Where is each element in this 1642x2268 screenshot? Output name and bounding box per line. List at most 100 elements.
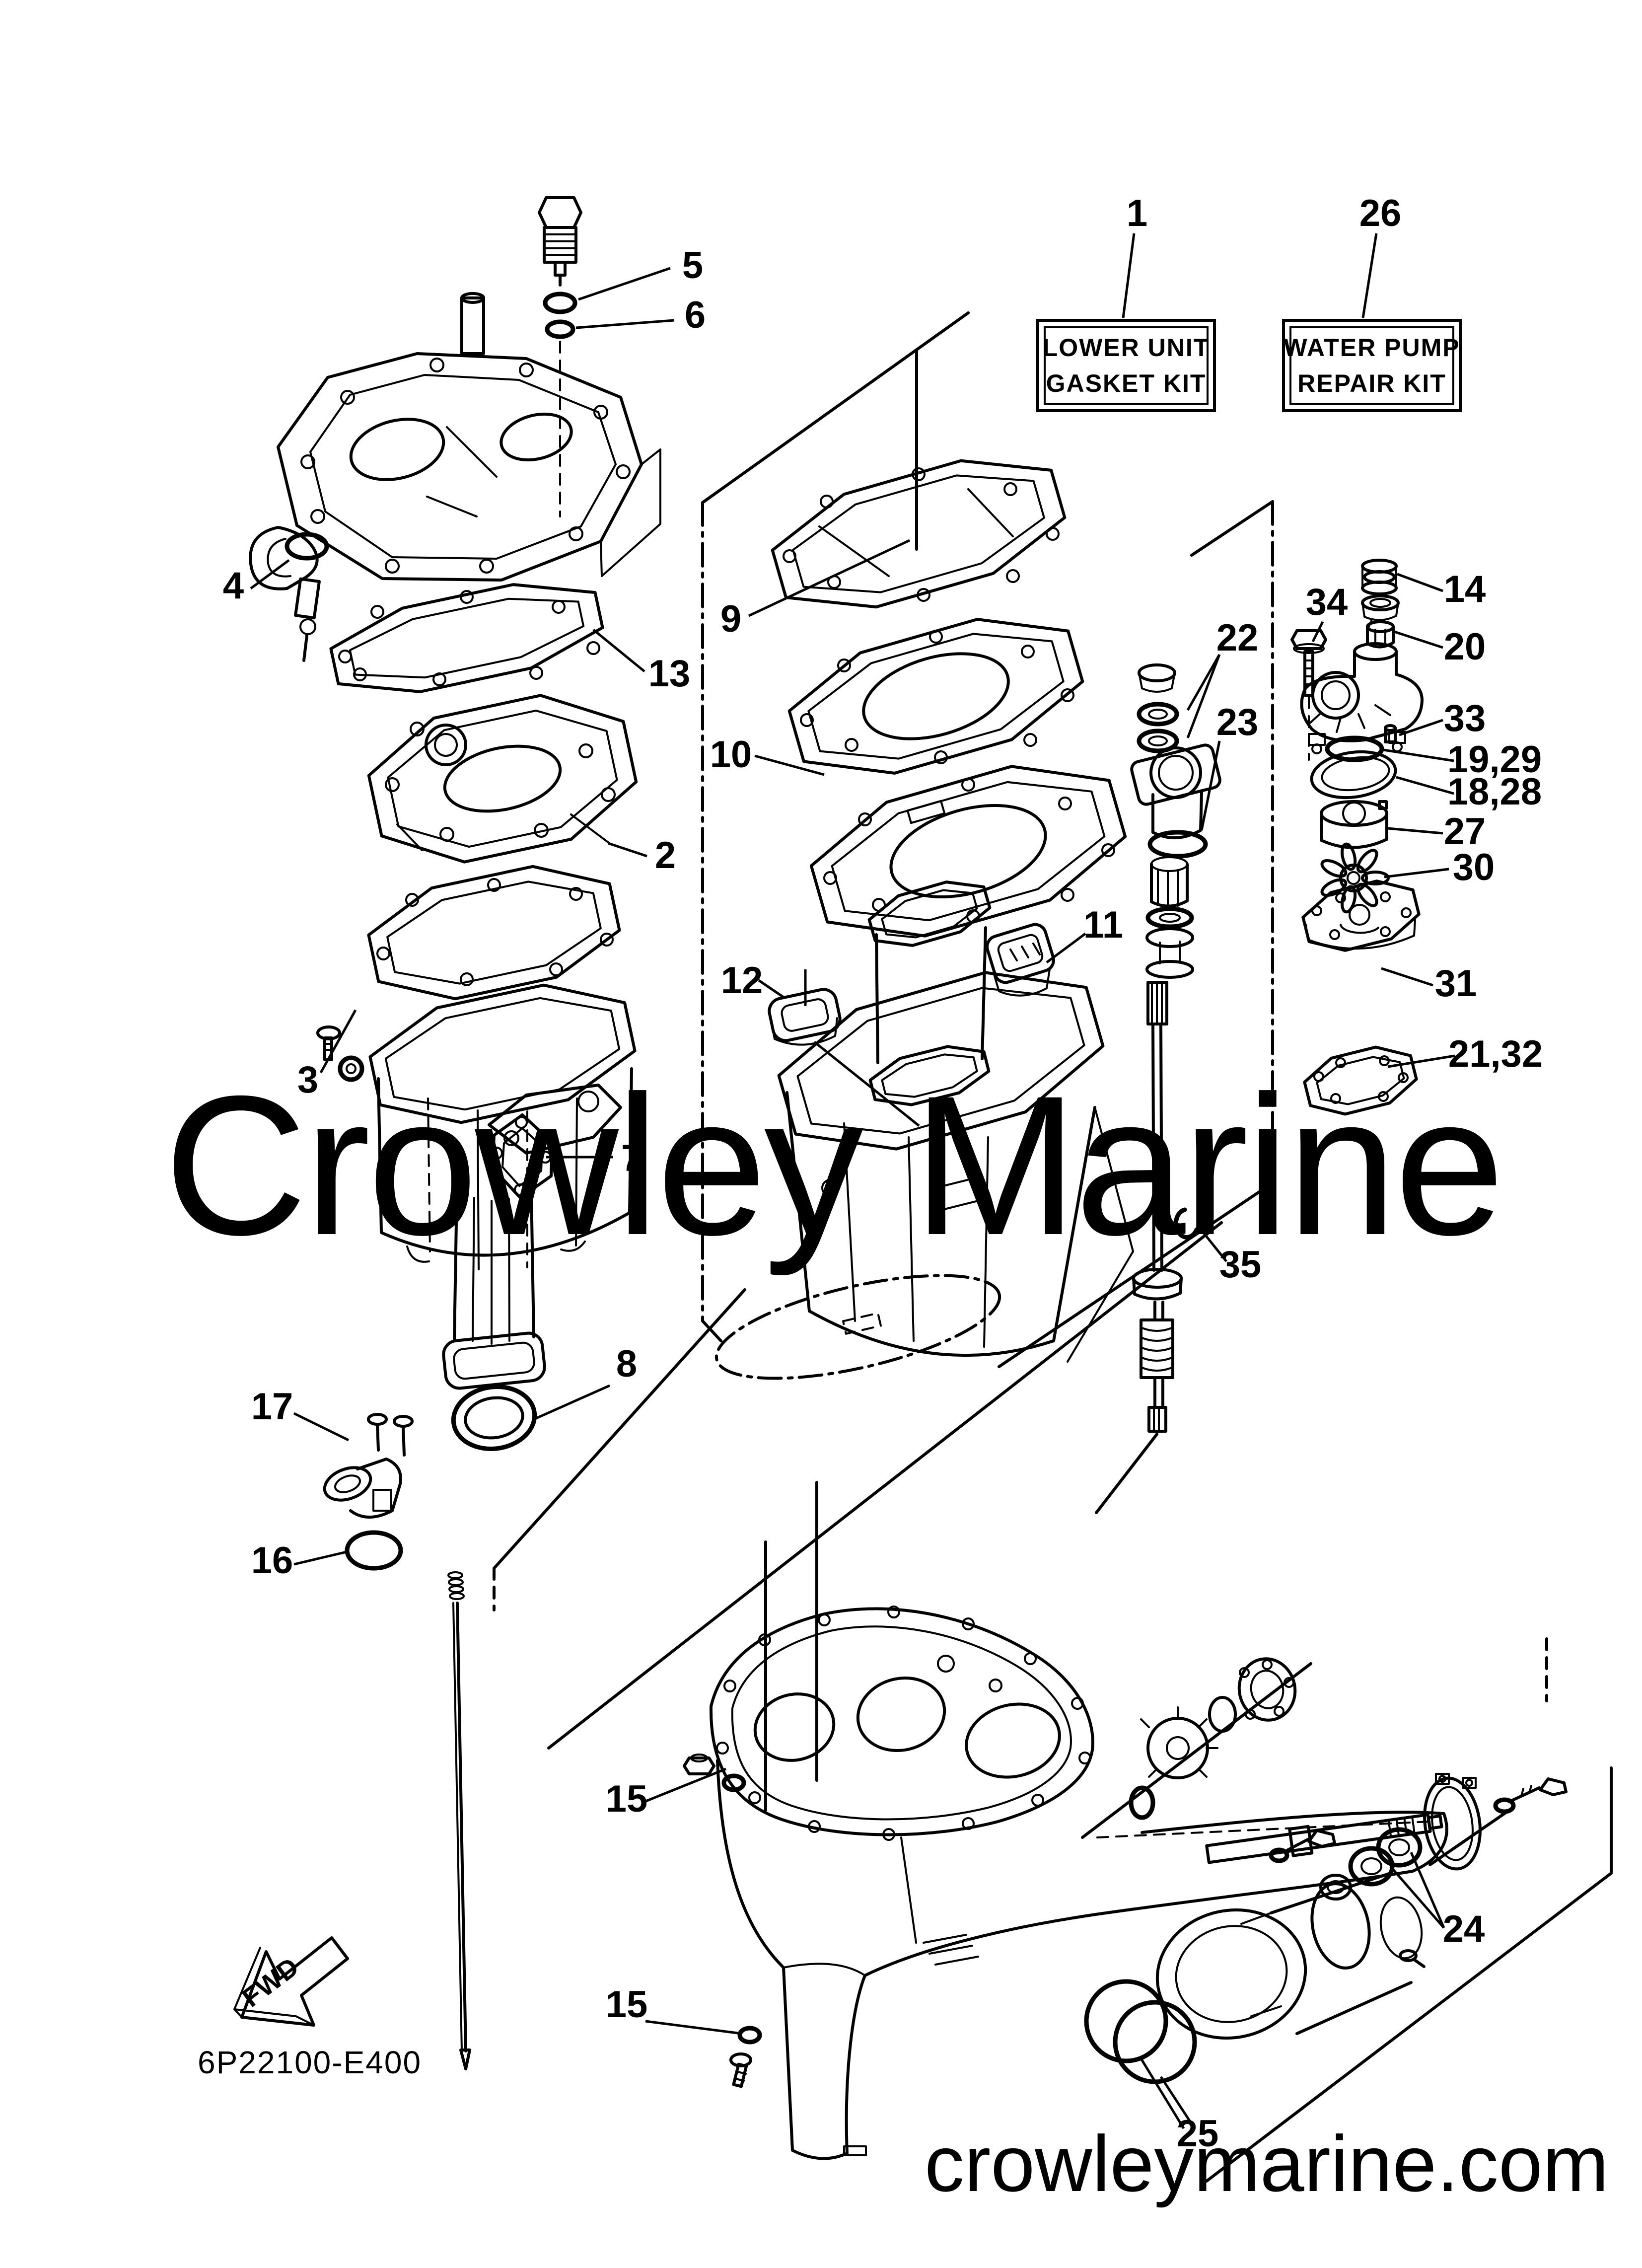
- part-washer-bolt-15b: [729, 2026, 762, 2088]
- part-dipstick-handle: [249, 526, 321, 662]
- part-muffler-assembly: [363, 969, 642, 1269]
- part-gasket-middle: [780, 596, 1093, 796]
- kit-box-label-line: REPAIR KIT: [1297, 369, 1446, 397]
- leader-line-14: [1397, 573, 1443, 592]
- leader-line-19-29: [1383, 748, 1454, 762]
- callout-15: 15: [606, 1778, 648, 1820]
- leader-line-6: [575, 319, 675, 329]
- part-spacer: [1319, 1874, 1352, 1901]
- callout-16: 16: [251, 1539, 293, 1582]
- part-gasket-9: [763, 438, 1074, 630]
- kit-box-label-line: LOWER UNIT: [1043, 334, 1210, 362]
- part-drain-plug: [538, 196, 582, 287]
- part-screws-17: [367, 1413, 414, 1457]
- leader-line-24: [1410, 1852, 1445, 1928]
- callout-35: 35: [1219, 1244, 1262, 1286]
- part-impeller-30: [1320, 842, 1390, 914]
- kit-box-label-line: GASKET KIT: [1046, 369, 1207, 397]
- leader-line-31: [1381, 967, 1433, 987]
- callout-18-28: 18,28: [1447, 771, 1542, 813]
- part-o-ring-16: [345, 1530, 403, 1571]
- part-prop-shaft: [1205, 1813, 1443, 1864]
- kit-box-inner-border: [1044, 326, 1209, 405]
- leader-line-35: [1198, 1226, 1227, 1262]
- leader-line-34: [1311, 621, 1324, 643]
- part-o-ring-4: [285, 532, 329, 561]
- kit-box-inner-border: [1289, 326, 1454, 405]
- callout-24: 24: [1443, 1908, 1485, 1950]
- part-gear-and-bearing: [1129, 1657, 1297, 1820]
- part-drive-shaft: [1132, 981, 1183, 1433]
- group-bracket-lines: [493, 311, 1613, 2183]
- part-water-pump-housing: [1300, 642, 1424, 754]
- leader-line-30: [1384, 868, 1449, 878]
- diagram-artwork: FWD: [233, 196, 1613, 2183]
- part-o-ring-5: [543, 292, 577, 314]
- callout-23: 23: [1216, 701, 1259, 743]
- leader-line-15: [645, 2020, 738, 2035]
- part-driveshaft-seals-22: [1137, 663, 1179, 753]
- part-gasket-7: [490, 1113, 554, 1199]
- callout-27: 27: [1444, 810, 1486, 853]
- callout-3: 3: [297, 1059, 318, 1101]
- part-cup-washer: [1361, 594, 1400, 629]
- kit-box-26: WATER PUMP REPAIR KIT: [1282, 319, 1462, 412]
- part-gasket-21-32: [1300, 1039, 1421, 1122]
- callout-8: 8: [616, 1343, 637, 1385]
- leader-line-23: [1200, 740, 1221, 831]
- callout-31: 31: [1435, 962, 1477, 1005]
- leader-line-33: [1399, 719, 1443, 736]
- part-gasket-8: [451, 1385, 537, 1451]
- callout-10: 10: [710, 733, 752, 776]
- part-gasket-13: [326, 568, 608, 708]
- callout-26: 26: [1359, 192, 1402, 234]
- leader-line-12: [813, 1041, 920, 1127]
- part-exhaust-pipe: [442, 1188, 546, 1390]
- part-clip-35: [1173, 1207, 1199, 1240]
- part-lower-casing: [709, 1606, 1448, 2160]
- part-shift-shaft-funnel: [865, 873, 994, 1113]
- part-gasket-18-28: [1310, 750, 1397, 800]
- callout-15: 15: [606, 1983, 648, 2026]
- phantom-lower-flange: [714, 1274, 1001, 1380]
- part-oil-pan-upper: [360, 680, 645, 878]
- callout-33: 33: [1444, 697, 1486, 739]
- leader-line-17: [293, 1412, 350, 1442]
- leader-line-8: [533, 1384, 611, 1421]
- callout-13: 13: [648, 653, 691, 695]
- leader-line-27: [1387, 827, 1443, 835]
- leader-line-22: [1186, 654, 1221, 711]
- callout-17: 17: [251, 1386, 293, 1428]
- callout-21-32: 21,32: [1448, 1033, 1543, 1075]
- kit-box-label-line: WATER PUMP: [1284, 334, 1460, 362]
- leader-line-4: [250, 559, 290, 590]
- kit-box-outer-border: [1282, 319, 1462, 412]
- leader-line-1: [1122, 233, 1136, 318]
- callout-4: 4: [223, 565, 244, 607]
- part-bearing-housing-23: [1130, 743, 1221, 979]
- leader-line-26: [1361, 233, 1378, 318]
- kit-box-outer-border: [1036, 319, 1216, 412]
- leader-line-12: [758, 979, 785, 999]
- callout-11: 11: [1083, 904, 1123, 946]
- callout-30: 30: [1453, 846, 1495, 888]
- part-o-ring-6: [545, 319, 575, 339]
- leader-line-11: [1046, 932, 1086, 964]
- callout-1: 1: [1127, 192, 1147, 234]
- website-text: crowleymarine.com: [925, 2119, 1609, 2208]
- leader-line-13: [592, 629, 645, 672]
- leader-line-3: [319, 1009, 357, 1074]
- part-nut-washer-15a: [683, 1754, 746, 1792]
- callout-5: 5: [682, 244, 703, 287]
- leader-line-15: [644, 1767, 726, 1803]
- callout-2: 2: [655, 834, 676, 877]
- part-drive-shaft-housing: [708, 947, 1133, 1399]
- part-pickup-fitting: [323, 1458, 402, 1519]
- part-retaining-ring: [1423, 1773, 1482, 1871]
- part-seals-24: [1348, 1827, 1423, 1887]
- leader-line-20: [1394, 630, 1443, 649]
- fwd-arrow: FWD: [233, 1936, 349, 2027]
- part-pin-33: [1384, 724, 1397, 743]
- part-o-ring-19-29: [1325, 735, 1384, 762]
